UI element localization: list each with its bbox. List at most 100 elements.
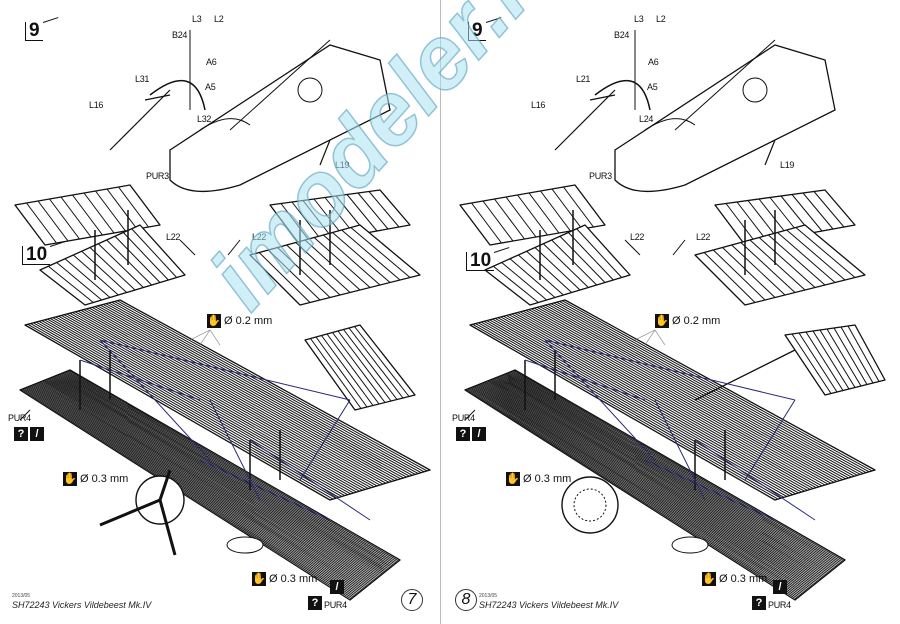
wing-rib: [547, 303, 858, 476]
wing-rib: [277, 247, 331, 298]
wing-rib: [27, 323, 334, 500]
wing-rib: [791, 194, 823, 232]
wing-rib: [703, 252, 756, 303]
wing-rib: [833, 327, 868, 385]
line: [589, 94, 616, 101]
part-label: L22: [166, 232, 181, 242]
wing-rib: [38, 382, 370, 586]
wing-rib: [97, 243, 144, 288]
wing-rib: [475, 323, 782, 499]
wing-rib: [497, 376, 828, 575]
wing-rib: [60, 196, 92, 238]
wing-rib: [368, 191, 400, 228]
wing-rib: [348, 327, 404, 399]
wing-rib: [332, 332, 386, 403]
wing-rib: [482, 382, 813, 587]
wing-rib: [490, 379, 822, 580]
hand-icon: ✋: [655, 314, 669, 328]
part-label: L31: [135, 74, 150, 84]
wing-rib: [518, 254, 564, 296]
wing-rib: [489, 319, 796, 495]
wing-rib: [731, 244, 786, 296]
wing-rib: [286, 244, 341, 296]
part-label: PUR3: [589, 171, 612, 181]
line: [464, 409, 476, 421]
wing-rib: [53, 376, 385, 574]
wing-rib: [343, 329, 398, 400]
wing-rib: [47, 318, 354, 494]
wing-rib: [97, 305, 407, 478]
wing-rib: [357, 192, 389, 230]
line: [199, 459, 331, 521]
line: [227, 239, 241, 256]
line: [99, 339, 211, 461]
line: [99, 498, 161, 527]
wing-rib: [52, 317, 360, 492]
wire-diameter-note: ✋Ø 0.3 mm: [702, 572, 767, 586]
wing-rib: [722, 247, 776, 298]
wing-rib: [840, 326, 874, 384]
cockpit-ring: [742, 77, 768, 103]
wing-rib: [542, 243, 589, 288]
wing-rib: [501, 262, 547, 301]
wing-rib: [517, 312, 826, 486]
wing-rib: [68, 370, 399, 562]
wing-rib: [542, 305, 852, 478]
line: [109, 89, 171, 151]
question-icon: ?: [456, 427, 470, 441]
wing-rib: [43, 380, 375, 582]
part-label: L3: [634, 14, 644, 24]
wing-rib: [39, 381, 371, 585]
wing-rib: [474, 385, 806, 593]
line: [654, 329, 666, 346]
hand-icon: ✋: [63, 472, 77, 486]
wing-rib: [492, 318, 799, 494]
wing-rib: [63, 372, 395, 566]
wing-rib: [34, 383, 366, 589]
wing-rib: [550, 303, 861, 475]
wing-rib: [62, 372, 393, 567]
wing-rib: [69, 312, 378, 487]
wing-rib: [507, 372, 838, 567]
wing-rib: [478, 322, 785, 498]
line: [199, 329, 211, 346]
wing-rib: [37, 200, 69, 242]
line: [19, 409, 31, 421]
wing-rib: [304, 239, 361, 291]
wing-rib: [510, 371, 842, 564]
line: [674, 39, 776, 131]
wing-rib: [475, 385, 807, 592]
wing-rib: [493, 265, 539, 303]
gun-ring-rail: [149, 79, 206, 111]
wing-rib: [505, 196, 537, 238]
wing-rib: [553, 302, 864, 474]
part-label: L22: [696, 232, 711, 242]
line: [672, 239, 686, 256]
wing-rib: [798, 332, 838, 393]
engine-cowling: [561, 476, 619, 534]
wing-rib: [505, 373, 837, 568]
page-number: 7: [401, 589, 423, 611]
wing-rib: [321, 335, 374, 406]
wing-rib: [469, 387, 801, 597]
wing-rib: [725, 203, 757, 244]
wing-rib: [26, 202, 57, 244]
step-9-marker: 9: [25, 21, 43, 41]
wing-rib: [471, 202, 502, 244]
part-label: PUR3: [146, 171, 169, 181]
wing-rib: [258, 252, 311, 303]
wing-rib: [483, 382, 815, 586]
wing-rib: [487, 380, 818, 583]
wing-rib: [470, 387, 802, 596]
line: [554, 89, 616, 151]
instruction-page-8: 9 10 L3 L2 B24 A6 L21 A5 L16 L24 PUR3 L1…: [450, 0, 900, 624]
wing-rib: [60, 373, 392, 568]
wire-diameter: Ø 0.3 mm: [523, 473, 572, 485]
part-label: L24: [639, 114, 654, 124]
wire-diameter-note: ✋Ø 0.3 mm: [252, 572, 317, 586]
line: [644, 329, 656, 346]
line: [694, 439, 816, 521]
hand-icon: ✋: [207, 314, 221, 328]
wing-rib: [482, 200, 514, 242]
wing-rib: [310, 338, 362, 409]
